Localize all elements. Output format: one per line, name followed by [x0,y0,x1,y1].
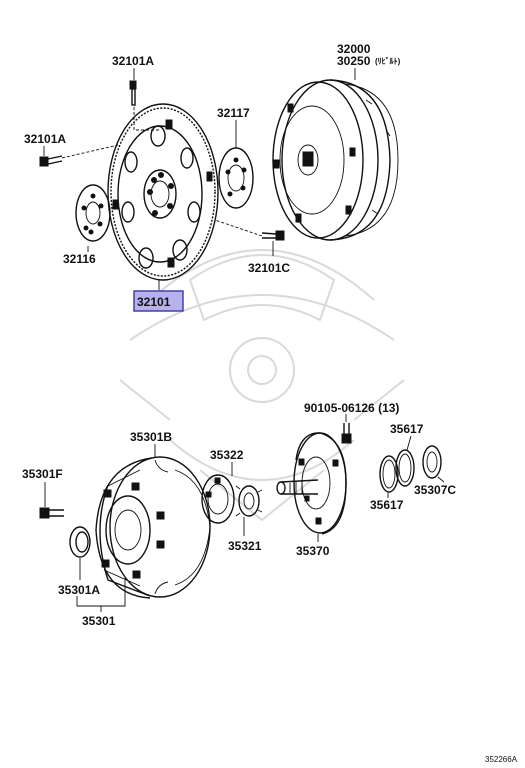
label-torque-converter[interactable]: 32000 [337,42,371,56]
converter-bolt [261,230,285,241]
flywheel-bolt-left [39,155,63,167]
pump-gears [201,474,263,524]
label-stator-shaft[interactable]: 35370 [296,544,330,558]
label-washer[interactable]: 35307C [414,483,456,497]
flywheel-holes [121,125,201,269]
pump-seal [69,526,91,558]
flywheel-ring-gear [107,103,219,281]
label-flywheel-plate[interactable]: 32116 [63,252,96,266]
flywheel-bolt-holes [147,172,174,216]
figure-code: 352266A [485,755,518,764]
label-shaft-bolt[interactable]: 90105-06126 (13) [304,401,399,415]
label-pump-assy[interactable]: 35301 [82,614,116,628]
label-converter-sub[interactable]: 30250 [337,54,371,68]
pump-bolt [39,507,64,519]
watermark-logo [119,249,405,522]
label-flywheel-bolt-left[interactable]: 32101A [24,132,66,146]
leader-35617-top [406,435,412,451]
label-drive-gear[interactable]: 35321 [228,539,262,553]
label-pump-body[interactable]: 35301B [130,430,172,444]
drive-plate [218,147,254,209]
label-pump-seal[interactable]: 35301A [58,583,100,597]
label-flywheel[interactable]: 32101 [137,295,171,309]
torque-converter [272,79,399,241]
flywheel-bolt-top [129,80,137,106]
label-seal-ring-top[interactable]: 35617 [390,422,424,436]
thrust-washer [422,445,442,479]
flywheel-plate [75,184,111,242]
label-flywheel-bolt-top[interactable]: 32101A [112,54,154,68]
stator-shaft [276,432,347,535]
shaft-bolt [341,423,352,444]
leader-bolt-top [133,107,160,131]
leader-bolt-left [61,144,119,159]
label-converter-sub-note: (ﾘﾋﾞﾙﾄ) [375,56,401,66]
pump-body [95,456,211,599]
highlight-box-32101 [133,290,184,312]
label-gear-set[interactable]: 35322 [210,448,244,462]
seal-rings [379,449,415,493]
label-converter-bolt[interactable]: 32101C [248,261,290,275]
label-pump-bolt[interactable]: 35301F [22,467,63,481]
leader-35307c [437,476,445,483]
label-drive-plate[interactable]: 32117 [217,106,250,120]
label-seal-ring-bottom[interactable]: 35617 [370,498,404,512]
leader-bolt-converter [214,219,263,237]
